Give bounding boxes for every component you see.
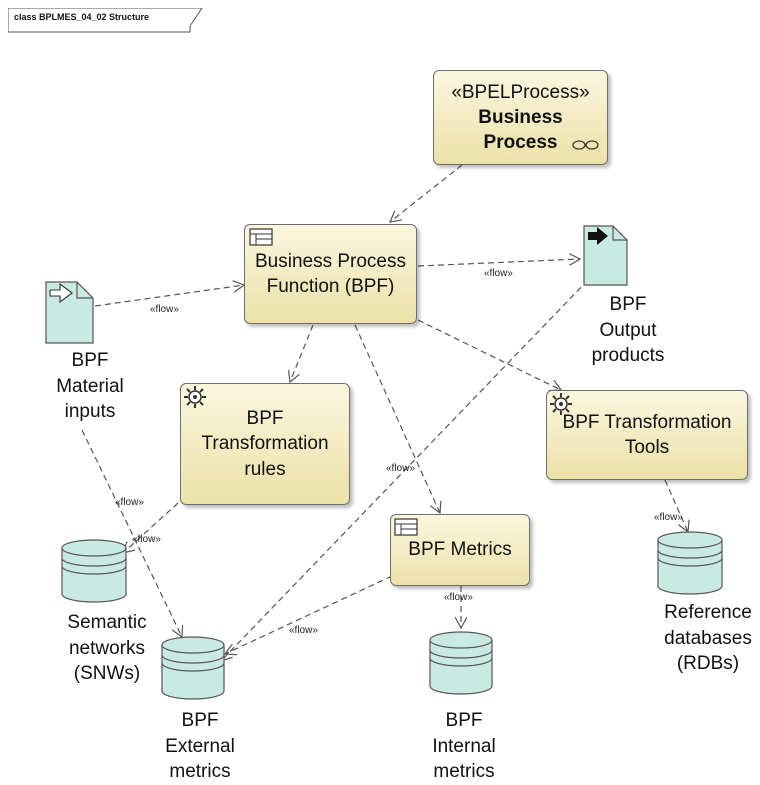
- flow-label-bpf-output: «flow»: [484, 268, 513, 279]
- edge-process-to-bpf: [390, 164, 463, 222]
- external-label-line2: External: [165, 735, 235, 757]
- metrics-line1: BPF Metrics: [408, 539, 512, 561]
- rules-line2: Transformation: [201, 433, 329, 455]
- reference-label-line3: (RDBs): [676, 653, 740, 675]
- edge-bpf-to-metrics: [354, 324, 440, 513]
- rules-line3: rules: [244, 458, 286, 480]
- output-label-line2: Output: [599, 319, 657, 341]
- bpf-line2: Function (BPF): [266, 276, 395, 297]
- semantic-label: Semantic networks (SNWs): [52, 610, 162, 687]
- edge-bpf-to-tools: [417, 319, 561, 390]
- diagram-frame-tab: class BPLMES_04_02 Structure: [7, 7, 208, 39]
- external-metrics-db-icon[interactable]: [160, 635, 226, 703]
- flow-label-metrics-external: «flow»: [289, 625, 318, 636]
- reference-db-icon[interactable]: [656, 530, 724, 598]
- semantic-label-line1: Semantic: [67, 612, 147, 633]
- bpf-line1: Business Process: [254, 250, 406, 272]
- edge-tools-to-reference: [664, 479, 688, 532]
- table-icon: [249, 228, 273, 246]
- transformation-tools-node[interactable]: BPF Transformation Tools: [546, 390, 748, 480]
- reference-label-line1: Reference: [664, 602, 752, 623]
- internal-label-line3: metrics: [433, 761, 495, 783]
- flow-label-rules-semantic: «flow»: [132, 534, 161, 545]
- business-process-stereotype: «BPELProcess»: [451, 81, 590, 103]
- edge-metrics-to-external: [225, 575, 393, 654]
- output-label-line1: BPF: [609, 294, 647, 315]
- diagram-frame-title: class BPLMES_04_02 Structure: [14, 12, 150, 22]
- internal-label-line1: BPF: [445, 710, 483, 731]
- edge-rules-to-semantic: [123, 502, 179, 553]
- process-infinity-icon: [572, 140, 599, 150]
- bpf-node[interactable]: Business Process Function (BPF): [244, 224, 417, 324]
- output-artifact-icon[interactable]: [583, 225, 629, 287]
- reference-label-line2: databases: [664, 627, 752, 649]
- external-label: BPF External metrics: [150, 708, 250, 785]
- material-label-line1: BPF: [71, 350, 109, 371]
- business-process-node[interactable]: «BPELProcess» Business Process: [433, 70, 608, 165]
- business-process-name-line2: Process: [483, 132, 558, 154]
- internal-metrics-db-icon[interactable]: [428, 630, 494, 698]
- semantic-networks-db-icon[interactable]: [60, 538, 128, 606]
- edge-output-to-external: [221, 279, 589, 661]
- gear-icon: [550, 393, 572, 415]
- edge-bpf-to-output: [417, 259, 580, 267]
- rules-line1: BPF: [246, 408, 284, 430]
- material-label-line2: Material: [56, 375, 124, 397]
- bpf-metrics-node[interactable]: BPF Metrics: [390, 514, 530, 586]
- flow-label-material-bpf: «flow»: [150, 304, 179, 315]
- business-process-name-line1: Business: [478, 106, 563, 128]
- edge-material-to-bpf: [94, 285, 244, 307]
- material-label-line3: inputs: [64, 401, 116, 423]
- edge-bpf-to-rules: [290, 324, 314, 382]
- gear-icon: [184, 386, 206, 408]
- tools-line1: BPF Transformation: [562, 411, 732, 433]
- external-label-line3: metrics: [169, 761, 231, 783]
- flow-label-metrics-internal: «flow»: [444, 592, 473, 603]
- flow-label-tools-reference: «flow»: [654, 512, 683, 523]
- tools-line2: Tools: [624, 437, 670, 458]
- edge-material-to-external: [81, 429, 182, 637]
- transformation-rules-node[interactable]: BPF Transformation rules: [180, 383, 350, 505]
- flow-label-material-external: «flow»: [115, 497, 144, 508]
- semantic-label-line3: (SNWs): [73, 663, 141, 685]
- flow-label-output-external: «flow»: [386, 463, 415, 474]
- internal-label-line2: Internal: [432, 735, 496, 757]
- table-icon: [394, 518, 418, 536]
- material-label: BPF Material inputs: [40, 348, 140, 425]
- output-label: BPF Output products: [583, 292, 673, 369]
- internal-label: BPF Internal metrics: [414, 708, 514, 785]
- reference-label: Reference databases (RDBs): [656, 600, 760, 677]
- semantic-label-line2: networks: [68, 637, 146, 659]
- material-artifact-icon[interactable]: [45, 281, 95, 345]
- external-label-line1: BPF: [181, 710, 219, 731]
- output-label-line3: products: [591, 345, 665, 367]
